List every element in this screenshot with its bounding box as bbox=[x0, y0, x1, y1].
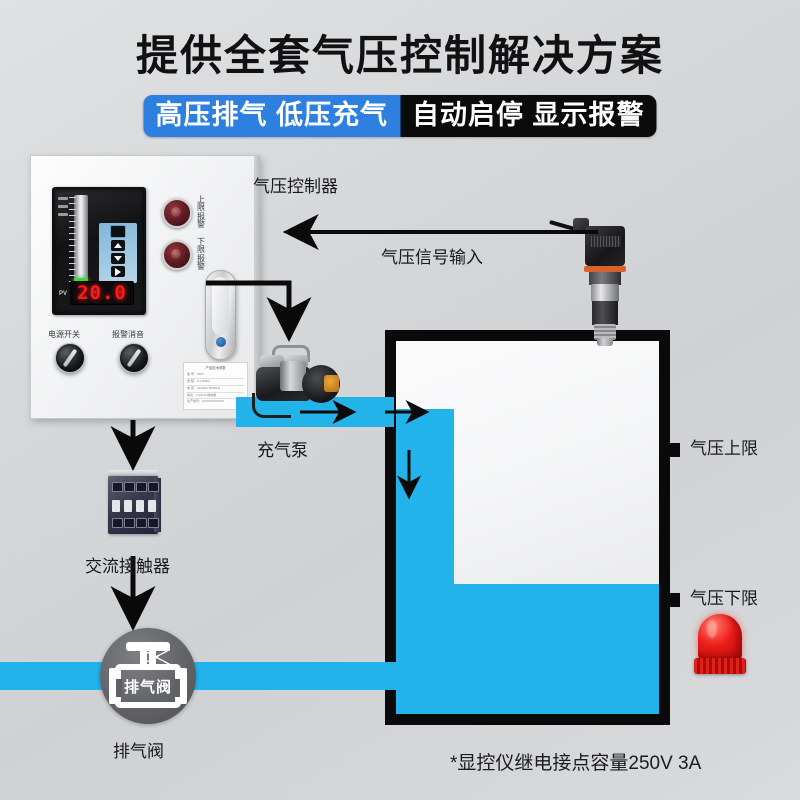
set-key[interactable] bbox=[110, 225, 126, 238]
down-key[interactable] bbox=[111, 253, 125, 264]
shift-key[interactable] bbox=[111, 266, 125, 277]
alarm-mute-knob[interactable] bbox=[119, 343, 149, 373]
control-cabinet: PV 20.0 上限报警 下限报警 电源开关 报警消音 产品技术参数 型 号：X… bbox=[30, 155, 260, 419]
upper-limit-tick bbox=[660, 443, 680, 457]
valve-handwheel bbox=[126, 642, 170, 651]
sensor-neck bbox=[589, 272, 621, 285]
nameplate-row: 型 号：XMT- bbox=[187, 372, 244, 380]
pump-motor bbox=[302, 365, 340, 403]
exhaust-valve-label: 排气阀 bbox=[113, 742, 164, 761]
contactor-top-cover bbox=[108, 470, 158, 480]
tank-inlet-column bbox=[396, 409, 454, 714]
alarm-lamp-upper[interactable] bbox=[162, 198, 192, 228]
controller-label: 气压控制器 bbox=[253, 177, 338, 196]
feature-badges: 高压排气 低压充气 自动启停 显示报警 bbox=[143, 95, 657, 138]
valve-icon-text: 排气阀 bbox=[123, 679, 172, 696]
nameplate-row: 生产编号：XXXXXXXXXXX bbox=[187, 399, 225, 404]
alarm-lamp-upper-label: 上限报警 bbox=[197, 195, 205, 230]
pump-cylinder-cap-left bbox=[260, 355, 284, 367]
alarm-mute-label: 报警消音 bbox=[112, 330, 144, 339]
valve-stem bbox=[140, 649, 170, 665]
sensor-thread bbox=[594, 324, 616, 340]
pump-handle bbox=[272, 345, 310, 362]
sensor-orange-ring bbox=[584, 266, 626, 272]
exhaust-pipe bbox=[0, 662, 400, 690]
nameplate-row: 输出：4-20mA 继电器 bbox=[187, 393, 244, 400]
pump-label: 充气泵 bbox=[257, 441, 308, 460]
cabinet-door-handle[interactable] bbox=[205, 270, 236, 360]
pressure-tank bbox=[385, 330, 670, 725]
nameplate-title: 产品技术参数 bbox=[205, 366, 226, 370]
page-title: 提供全套气压控制解决方案 bbox=[135, 32, 664, 79]
sensor-port-tip bbox=[597, 338, 613, 346]
pressure-transducer bbox=[549, 218, 635, 346]
contactor-side-panel bbox=[154, 478, 161, 532]
badge-auto-alarm: 自动启停 显示报警 bbox=[400, 95, 657, 138]
valve-body bbox=[115, 664, 181, 708]
beacon-base bbox=[694, 658, 746, 674]
valve-flange-left bbox=[109, 668, 116, 704]
contactor-label: 交流接触器 bbox=[85, 557, 170, 576]
power-switch-knob[interactable] bbox=[55, 343, 85, 373]
spec-nameplate: 产品技术参数 型 号：XMT- 量 程：0-1.6MPa 电 源：AC220V … bbox=[183, 362, 248, 410]
power-switch-label: 电源开关 bbox=[48, 330, 80, 339]
nameplate-row: 电 源：AC220V 50/60Hz bbox=[187, 386, 244, 393]
lower-limit-label: 气压下限 bbox=[690, 589, 758, 608]
alarm-lamp-lower-label: 下限报警 bbox=[197, 237, 205, 272]
door-lock-indicator bbox=[216, 337, 226, 347]
alarm-beacon bbox=[694, 614, 746, 676]
meter-keypad[interactable] bbox=[99, 223, 137, 283]
valve-flange-right bbox=[180, 668, 187, 704]
air-pump bbox=[250, 345, 348, 418]
pump-hose bbox=[252, 393, 291, 418]
pv-label: PV bbox=[59, 291, 68, 297]
pressure-meter-display: PV 20.0 bbox=[52, 187, 146, 315]
meter-legend-icon bbox=[58, 197, 68, 221]
badge-high-low-pressure: 高压排气 低压充气 bbox=[143, 95, 400, 138]
scale-ticks bbox=[69, 195, 89, 285]
led-readout: 20.0 bbox=[70, 281, 134, 305]
up-key[interactable] bbox=[111, 240, 125, 251]
pump-cylinder bbox=[280, 361, 306, 391]
exhaust-valve-icon: 排气阀 bbox=[100, 628, 196, 724]
signal-input-label: 气压信号输入 bbox=[381, 248, 483, 267]
ac-contactor bbox=[104, 470, 164, 536]
lower-limit-tick bbox=[660, 593, 680, 607]
footnote: *显控仪继电接点容量250V 3A bbox=[450, 753, 702, 774]
nameplate-row: 量 程：0-1.6MPa bbox=[187, 379, 244, 386]
upper-limit-label: 气压上限 bbox=[690, 439, 758, 458]
sensor-body bbox=[592, 301, 618, 325]
beacon-dome bbox=[698, 614, 742, 660]
bargraph-scale bbox=[74, 195, 88, 285]
sensor-hex-nut bbox=[591, 284, 619, 302]
sensor-head-detail bbox=[591, 236, 621, 247]
alarm-lamp-lower[interactable] bbox=[162, 240, 192, 270]
